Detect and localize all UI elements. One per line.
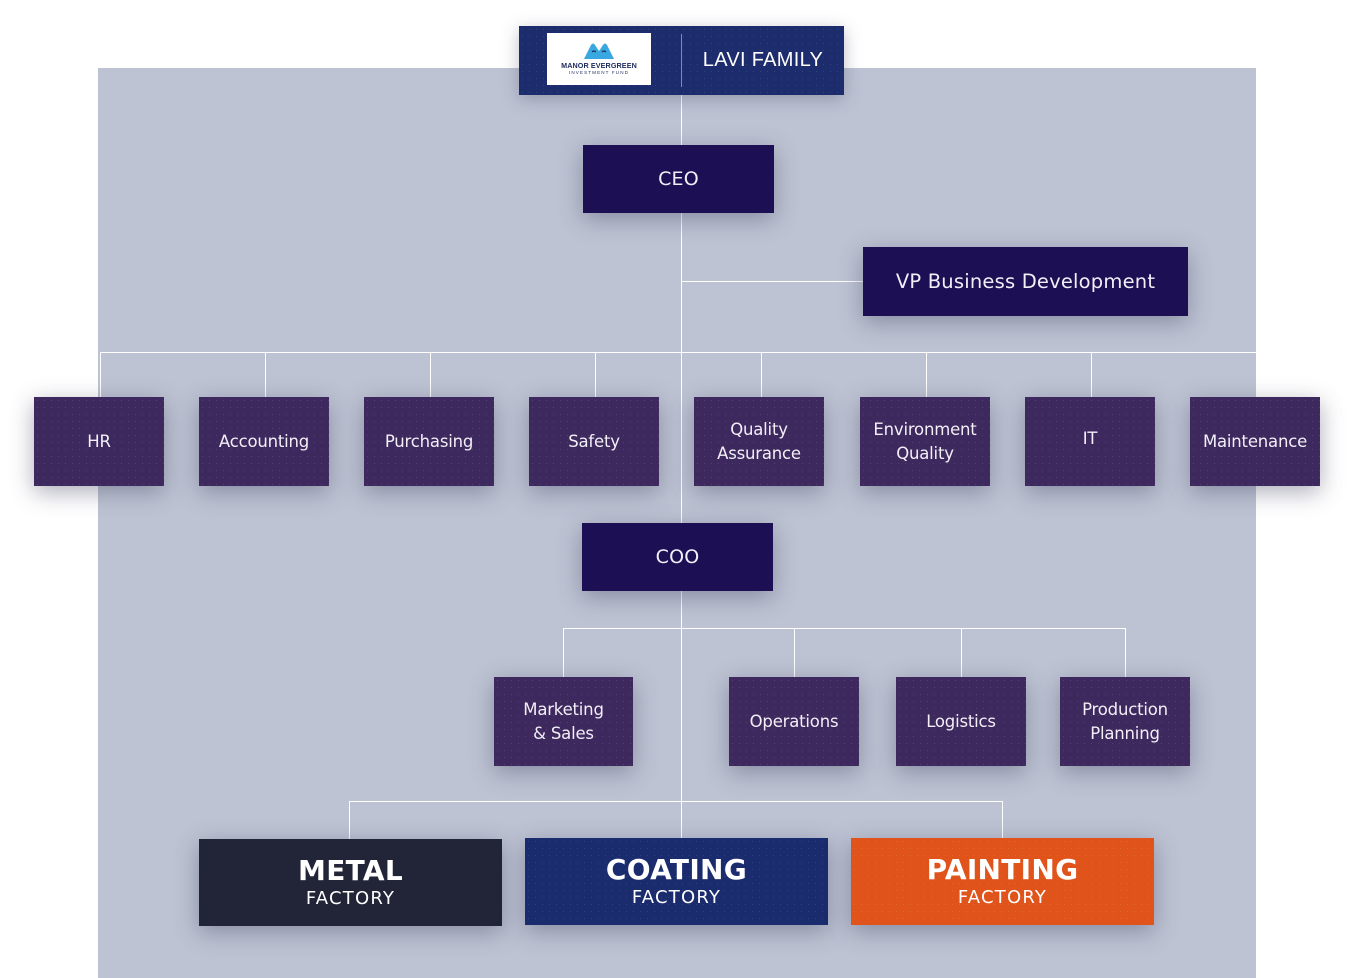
- unit-label: Operations: [749, 711, 839, 731]
- department-purchasing[interactable]: Purchasing: [364, 397, 494, 486]
- unit-label: Production Planning: [1082, 699, 1168, 743]
- connector-coo-drop: [961, 628, 962, 677]
- factory-name: METAL: [298, 853, 403, 887]
- unit-logistics[interactable]: Logistics: [896, 677, 1026, 766]
- department-quality-assurance[interactable]: Quality Assurance: [694, 397, 824, 486]
- connector-dept-drop: [100, 352, 101, 397]
- department-label: Purchasing: [384, 431, 474, 451]
- unit-label: Marketing & Sales: [523, 699, 604, 743]
- department-environment-quality[interactable]: Environment Quality: [860, 397, 990, 486]
- factory-subtitle: FACTORY: [631, 886, 722, 908]
- unit-operations[interactable]: Operations: [729, 677, 859, 766]
- department-label: HR: [87, 431, 111, 451]
- factory-name: COATING: [605, 852, 748, 886]
- owner-header: MANOR EVERGREEN INVESTMENT FUND LAVI FAM…: [519, 26, 844, 95]
- department-accounting[interactable]: Accounting: [199, 397, 329, 486]
- factory-metal[interactable]: METAL FACTORY: [199, 839, 502, 926]
- connector-coo-drop: [563, 628, 564, 677]
- vp-business-development-box[interactable]: VP Business Development: [863, 247, 1188, 316]
- connector-dept-drop: [595, 352, 596, 397]
- connector-dept-drop: [430, 352, 431, 397]
- department-safety[interactable]: Safety: [529, 397, 659, 486]
- department-label: Safety: [568, 431, 620, 451]
- department-maintenance[interactable]: Maintenance: [1190, 397, 1320, 486]
- header-divider: [681, 34, 682, 87]
- coo-box[interactable]: COO: [582, 523, 773, 591]
- logo-name: MANOR EVERGREEN: [561, 61, 637, 70]
- unit-production-planning[interactable]: Production Planning: [1060, 677, 1190, 766]
- connector-coo-drop: [1125, 628, 1126, 677]
- connector-factory-drop: [1002, 801, 1003, 839]
- department-label: Accounting: [218, 431, 310, 451]
- logo-subtitle: INVESTMENT FUND: [568, 70, 630, 75]
- connector-vp: [681, 281, 863, 282]
- ceo-box[interactable]: CEO: [583, 145, 774, 213]
- factory-coating[interactable]: COATING FACTORY: [525, 838, 828, 925]
- connector-factory-horizontal: [349, 801, 1002, 802]
- family-title: LAVI FAMILY: [702, 49, 824, 71]
- department-hr[interactable]: HR: [34, 397, 164, 486]
- connector-dept-drop: [926, 352, 927, 397]
- mountain-m-logo-icon: [584, 43, 614, 59]
- factory-name: PAINTING: [926, 852, 1079, 886]
- department-label: IT: [1082, 429, 1098, 448]
- manor-evergreen-logo[interactable]: MANOR EVERGREEN INVESTMENT FUND: [547, 33, 651, 85]
- connector-main-vertical: [681, 95, 682, 840]
- unit-marketing-sales[interactable]: Marketing & Sales: [494, 677, 633, 766]
- connector-dept-drop: [1091, 352, 1092, 397]
- unit-label: Logistics: [926, 711, 996, 731]
- department-it[interactable]: IT: [1025, 397, 1155, 486]
- factory-subtitle: FACTORY: [305, 887, 396, 909]
- department-label: Quality Assurance: [717, 419, 801, 463]
- department-label: Environment Quality: [873, 419, 977, 463]
- vp-label: VP Business Development: [895, 270, 1156, 293]
- coo-label: COO: [655, 546, 700, 568]
- ceo-label: CEO: [658, 168, 699, 190]
- connector-dept-drop: [265, 352, 266, 397]
- connector-coo-horizontal: [563, 628, 1126, 629]
- factory-painting[interactable]: PAINTING FACTORY: [851, 838, 1154, 925]
- connector-dept-horizontal: [100, 352, 1256, 353]
- connector-factory-drop: [349, 801, 350, 839]
- factory-subtitle: FACTORY: [957, 886, 1048, 908]
- connector-coo-drop: [794, 628, 795, 677]
- connector-dept-drop: [761, 352, 762, 397]
- department-label: Maintenance: [1202, 431, 1308, 451]
